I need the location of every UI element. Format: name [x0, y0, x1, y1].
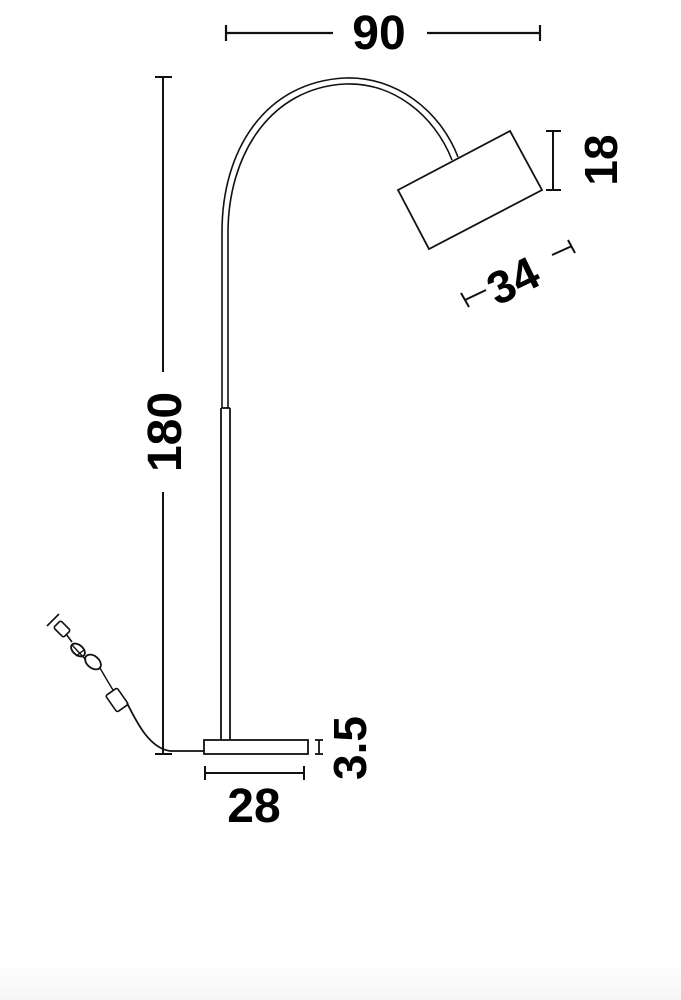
lamp-base	[203, 739, 309, 755]
shade-diameter-label: 34	[479, 246, 548, 315]
lamp-pole	[220, 407, 231, 740]
lamp-shade	[396, 129, 544, 251]
power-cord	[46, 613, 204, 752]
base-width-dimension: 28	[204, 766, 305, 833]
height-label: 180	[139, 392, 192, 472]
shade-height-label: 18	[575, 134, 627, 185]
lamp-arm	[221, 77, 459, 408]
width-label: 90	[352, 7, 405, 60]
base-height-dimension: 3.5	[315, 716, 376, 780]
shade-diameter-dimension: 34	[460, 239, 576, 315]
shade-height-dimension: 18	[546, 130, 627, 191]
coiled-cord-icon	[70, 642, 102, 671]
plug-icon	[46, 613, 73, 643]
base-height-label: 3.5	[324, 716, 376, 780]
height-dimension: 180	[139, 76, 192, 755]
inline-switch-icon	[105, 687, 129, 713]
width-dimension: 90	[224, 7, 542, 60]
base-width-label: 28	[227, 780, 280, 833]
